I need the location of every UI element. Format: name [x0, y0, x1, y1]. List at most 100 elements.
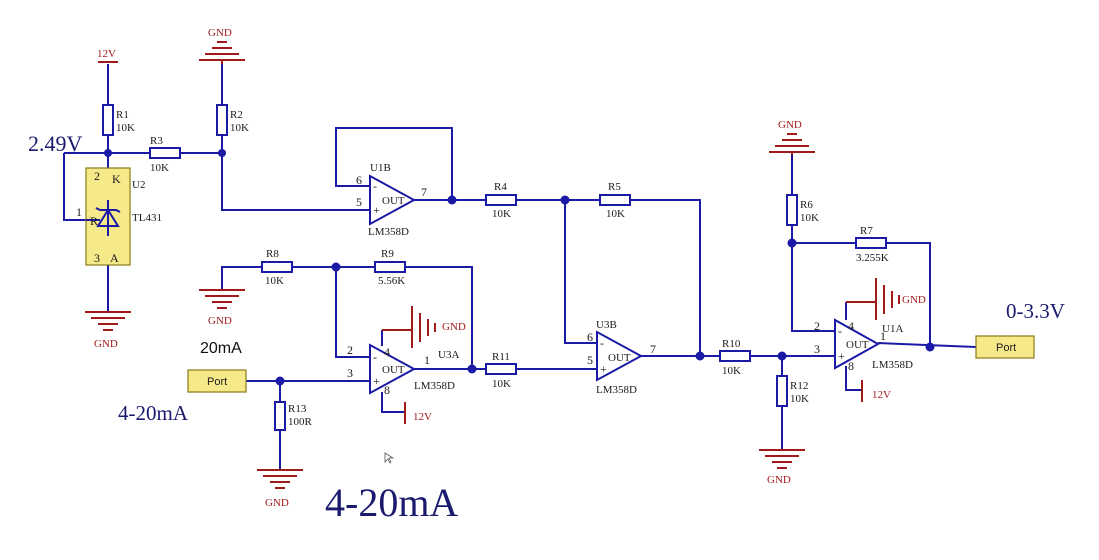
- opamp-ref: U1B: [370, 162, 391, 174]
- resistor-ref: R13: [288, 403, 307, 415]
- junction-dot: [560, 195, 570, 205]
- ic-part: TL431: [132, 212, 162, 224]
- wire: [791, 225, 826, 332]
- net-label-gnd: GND: [442, 321, 466, 333]
- opamp-u3a: - + 2 3 1 4 8 OUT U3A LM358D: [347, 343, 459, 397]
- wire: [845, 366, 862, 391]
- resistor-r5: R5 10K: [599, 181, 631, 220]
- gnd-symbol-u1a: GND: [846, 278, 926, 320]
- resistor-r12: R12 10K: [776, 375, 809, 407]
- opamp-ref: U3A: [438, 349, 459, 361]
- net-label-12v: 12V: [413, 411, 432, 423]
- junction-dot: [447, 195, 457, 205]
- wire: [630, 199, 701, 356]
- junction-dot: [331, 262, 341, 272]
- wire: [886, 242, 931, 347]
- net-label-gnd: GND: [208, 315, 232, 327]
- pin-number: 2: [347, 343, 353, 357]
- wire: [335, 127, 453, 200]
- resistor-ref: R6: [800, 199, 813, 211]
- pin-number: 5: [356, 195, 362, 209]
- resistor-value: 10K: [116, 122, 135, 134]
- resistor-value: 10K: [265, 275, 284, 287]
- svg-text:-: -: [373, 350, 377, 364]
- input-port[interactable]: Port: [187, 369, 247, 393]
- ic-ref: U2: [132, 179, 145, 191]
- net-label-gnd: GND: [778, 119, 802, 131]
- svg-text:+: +: [600, 362, 607, 376]
- resistor-ref: R9: [381, 248, 394, 260]
- ref-voltage-annotation: 2.49V: [28, 131, 83, 156]
- resistor-r2: R2 10K: [216, 104, 249, 136]
- power-12v-top: 12V: [97, 48, 118, 63]
- opamp-out-label: OUT: [608, 352, 631, 364]
- junction-dot: [275, 376, 285, 386]
- pin-number: 3: [814, 342, 820, 356]
- opamp-out-label: OUT: [382, 195, 405, 207]
- pin-letter: K: [112, 172, 121, 186]
- gnd-symbol-u3a: GND: [382, 306, 466, 348]
- net-label-12v: 12V: [97, 48, 116, 60]
- pin-letter: A: [110, 251, 119, 265]
- pin-number: 3: [347, 366, 353, 380]
- port-label: Port: [207, 376, 227, 388]
- resistor-value: 100R: [288, 416, 313, 428]
- svg-text:-: -: [373, 179, 377, 193]
- power-12v-u1a: 12V: [861, 380, 891, 402]
- pin-number: 1: [76, 205, 82, 219]
- svg-text:-: -: [600, 336, 604, 350]
- resistor-ref: R12: [790, 380, 808, 392]
- resistor-value: 10K: [492, 378, 511, 390]
- output-port[interactable]: Port: [975, 335, 1035, 359]
- junctions: [104, 149, 935, 386]
- resistor-ref: R8: [266, 248, 279, 260]
- net-label-gnd: GND: [94, 338, 118, 350]
- mouse-cursor-icon: [384, 452, 395, 464]
- opamp-ref: U3B: [596, 319, 617, 331]
- output-range-annotation: 0-3.3V: [1006, 299, 1065, 323]
- opamp-part: LM358D: [368, 226, 409, 238]
- junction-dot: [218, 149, 226, 157]
- resistor-ref: R10: [722, 338, 741, 350]
- pin-number: 6: [356, 173, 362, 187]
- junction-dot: [104, 149, 112, 157]
- resistor-ref: R11: [492, 351, 510, 363]
- opamp-u3b: - + 6 5 7 OUT U3B LM358D: [587, 319, 656, 396]
- wire: [381, 392, 405, 413]
- resistor-r8: R8 10K: [261, 248, 293, 287]
- resistor-r10: R10 10K: [719, 338, 751, 377]
- tl431-reference-u2: 2 K 1 R 3 A U2 TL431: [76, 167, 162, 266]
- resistor-r13: R13 100R: [274, 401, 313, 431]
- resistor-value: 10K: [722, 365, 741, 377]
- wire: [405, 266, 473, 369]
- opamp-out-label: OUT: [846, 339, 869, 351]
- pin-number: 6: [587, 330, 593, 344]
- resistor-value: 10K: [790, 393, 809, 405]
- resistor-ref: R7: [860, 225, 873, 237]
- wires: [63, 64, 977, 470]
- pin-number: 8: [384, 383, 390, 397]
- pin-number: 1: [880, 329, 886, 343]
- net-label-gnd: GND: [265, 497, 289, 509]
- power-12v-u3a: 12V: [404, 402, 432, 424]
- resistor-ref: R3: [150, 135, 163, 147]
- junction-dot: [787, 238, 797, 248]
- net-label-gnd: GND: [208, 27, 232, 39]
- junction-dot: [925, 342, 935, 352]
- pin-number: 2: [94, 169, 100, 183]
- resistor-value: 10K: [492, 208, 511, 220]
- opamp-ref: U1A: [882, 323, 903, 335]
- wire: [335, 267, 361, 358]
- wire: [221, 266, 262, 290]
- resistor-value: 10K: [150, 162, 169, 174]
- net-label-gnd: GND: [902, 294, 926, 306]
- resistor-ref: R4: [494, 181, 507, 193]
- gnd-symbol-r8: GND: [199, 289, 245, 327]
- svg-text:+: +: [838, 349, 845, 363]
- resistor-value: 10K: [230, 122, 249, 134]
- pin-number: 8: [848, 359, 854, 373]
- opamp-u1a: - + 2 3 1 4 8 OUT U1A LM358D: [814, 318, 913, 373]
- net-label-gnd: GND: [767, 474, 791, 486]
- svg-text:-: -: [838, 324, 842, 338]
